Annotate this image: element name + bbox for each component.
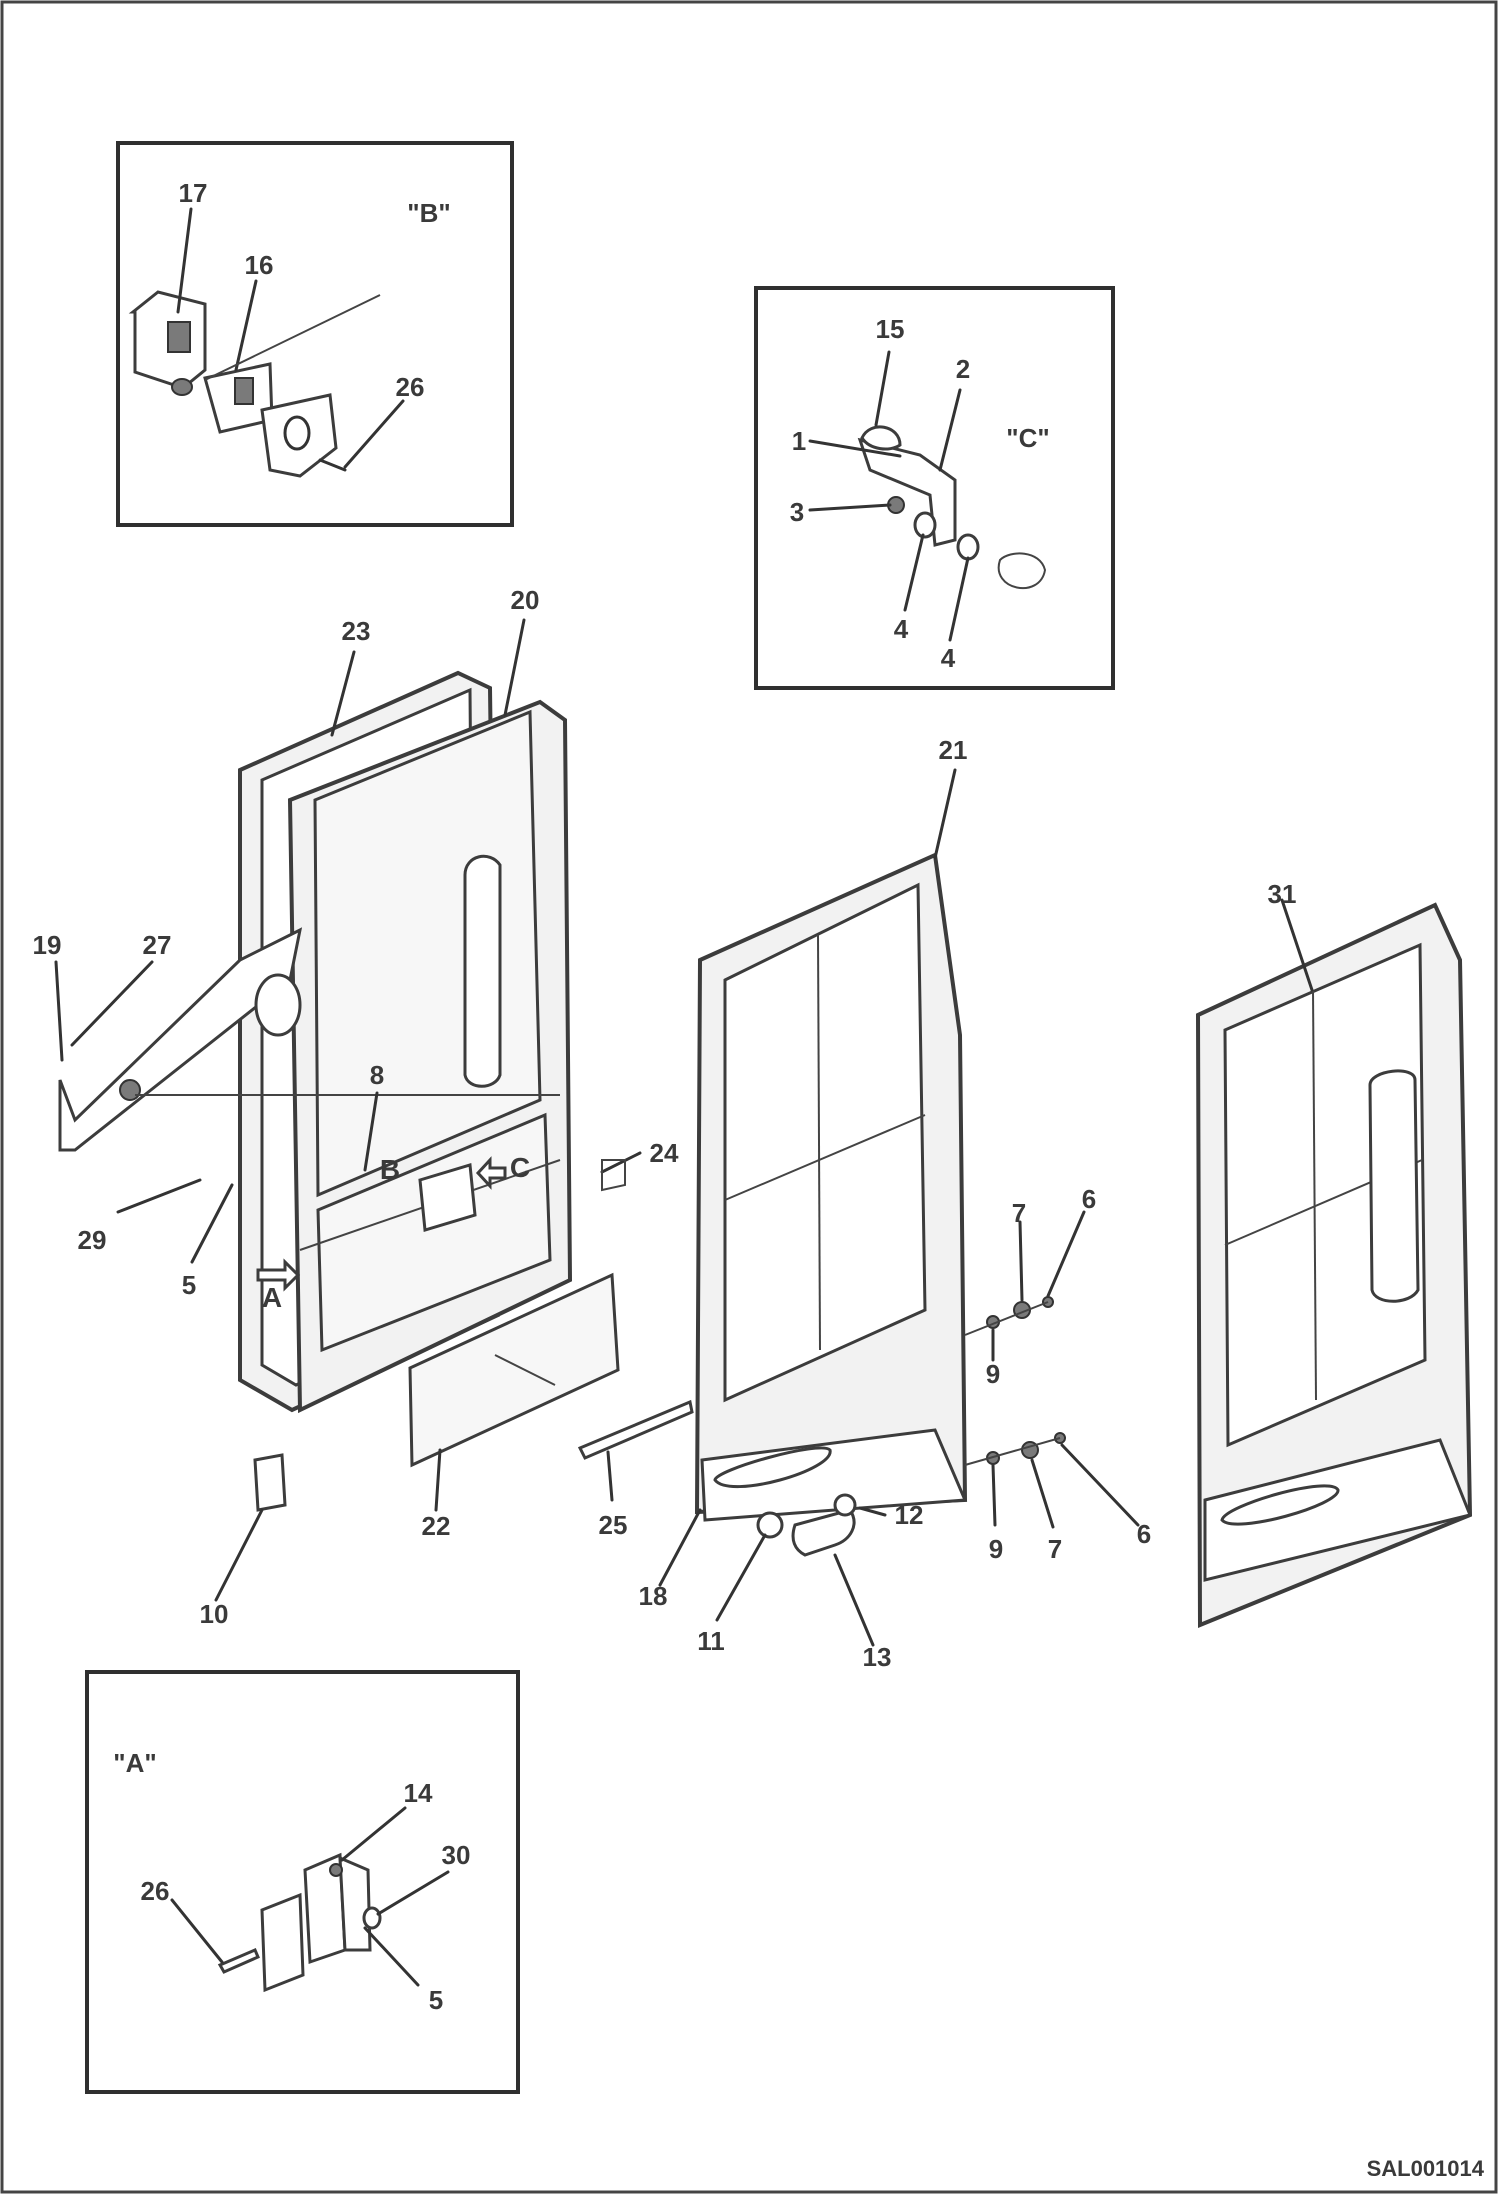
callout-4-left: 4 [893, 614, 909, 644]
callout-7-top: 7 [1011, 1198, 1027, 1228]
callout-9-bottom: 9 [988, 1534, 1004, 1564]
reference-arrows [256, 1156, 507, 1292]
callout-12: 12 [894, 1500, 924, 1530]
bracket-10 [214, 1453, 287, 1602]
callout-14: 14 [403, 1778, 433, 1808]
callout-23: 23 [341, 616, 371, 646]
door-assembly-left [54, 618, 642, 1414]
hardware-group [964, 1210, 1140, 1529]
callout-17: 17 [178, 178, 208, 208]
callout-2: 2 [955, 354, 971, 384]
detail-c-box [754, 286, 1115, 690]
callout-13: 13 [862, 1642, 892, 1672]
view-label-a: "A" [113, 1748, 157, 1778]
door-31 [1195, 898, 1473, 1628]
strip-25 [577, 1399, 694, 1502]
callout-5-main: 5 [181, 1270, 197, 1300]
callout-16: 16 [244, 250, 274, 280]
callout-6-top: 6 [1081, 1184, 1097, 1214]
panel-21 [658, 768, 968, 1647]
callout-26-b: 26 [395, 372, 425, 402]
callout-7-bottom: 7 [1047, 1534, 1063, 1564]
callout-21: 21 [938, 735, 968, 765]
callout-11: 11 [697, 1626, 725, 1656]
ref-letter-b: B [379, 1154, 401, 1185]
detail-b-box [116, 141, 514, 527]
callout-29: 29 [77, 1225, 107, 1255]
callout-30: 30 [441, 1840, 471, 1870]
drawing-code: SAL001014 [1366, 2156, 1484, 2181]
callout-10: 10 [199, 1599, 229, 1629]
callout-18: 18 [638, 1581, 668, 1611]
callout-3: 3 [789, 497, 805, 527]
detail-a-box [85, 1670, 520, 2094]
callout-4-right: 4 [940, 643, 956, 673]
callout-15: 15 [875, 314, 905, 344]
callout-1: 1 [791, 426, 807, 456]
ref-letter-c: C [509, 1152, 531, 1183]
callout-26-a: 26 [140, 1876, 170, 1906]
callout-20: 20 [510, 585, 540, 615]
view-label-c: "C" [1006, 423, 1050, 453]
glass-panel-22 [408, 1272, 620, 1512]
callout-22: 22 [421, 1511, 451, 1541]
callout-24: 24 [649, 1138, 679, 1168]
callout-19: 19 [32, 930, 62, 960]
callout-27: 27 [142, 930, 172, 960]
callout-31: 31 [1267, 879, 1297, 909]
callout-25: 25 [598, 1510, 628, 1540]
callout-9-top: 9 [985, 1359, 1001, 1389]
ref-letter-a: A [261, 1282, 283, 1313]
callout-6-bottom: 6 [1136, 1519, 1152, 1549]
callout-8: 8 [369, 1060, 385, 1090]
view-label-b: "B" [407, 198, 451, 228]
callout-5-a: 5 [428, 1985, 444, 2015]
